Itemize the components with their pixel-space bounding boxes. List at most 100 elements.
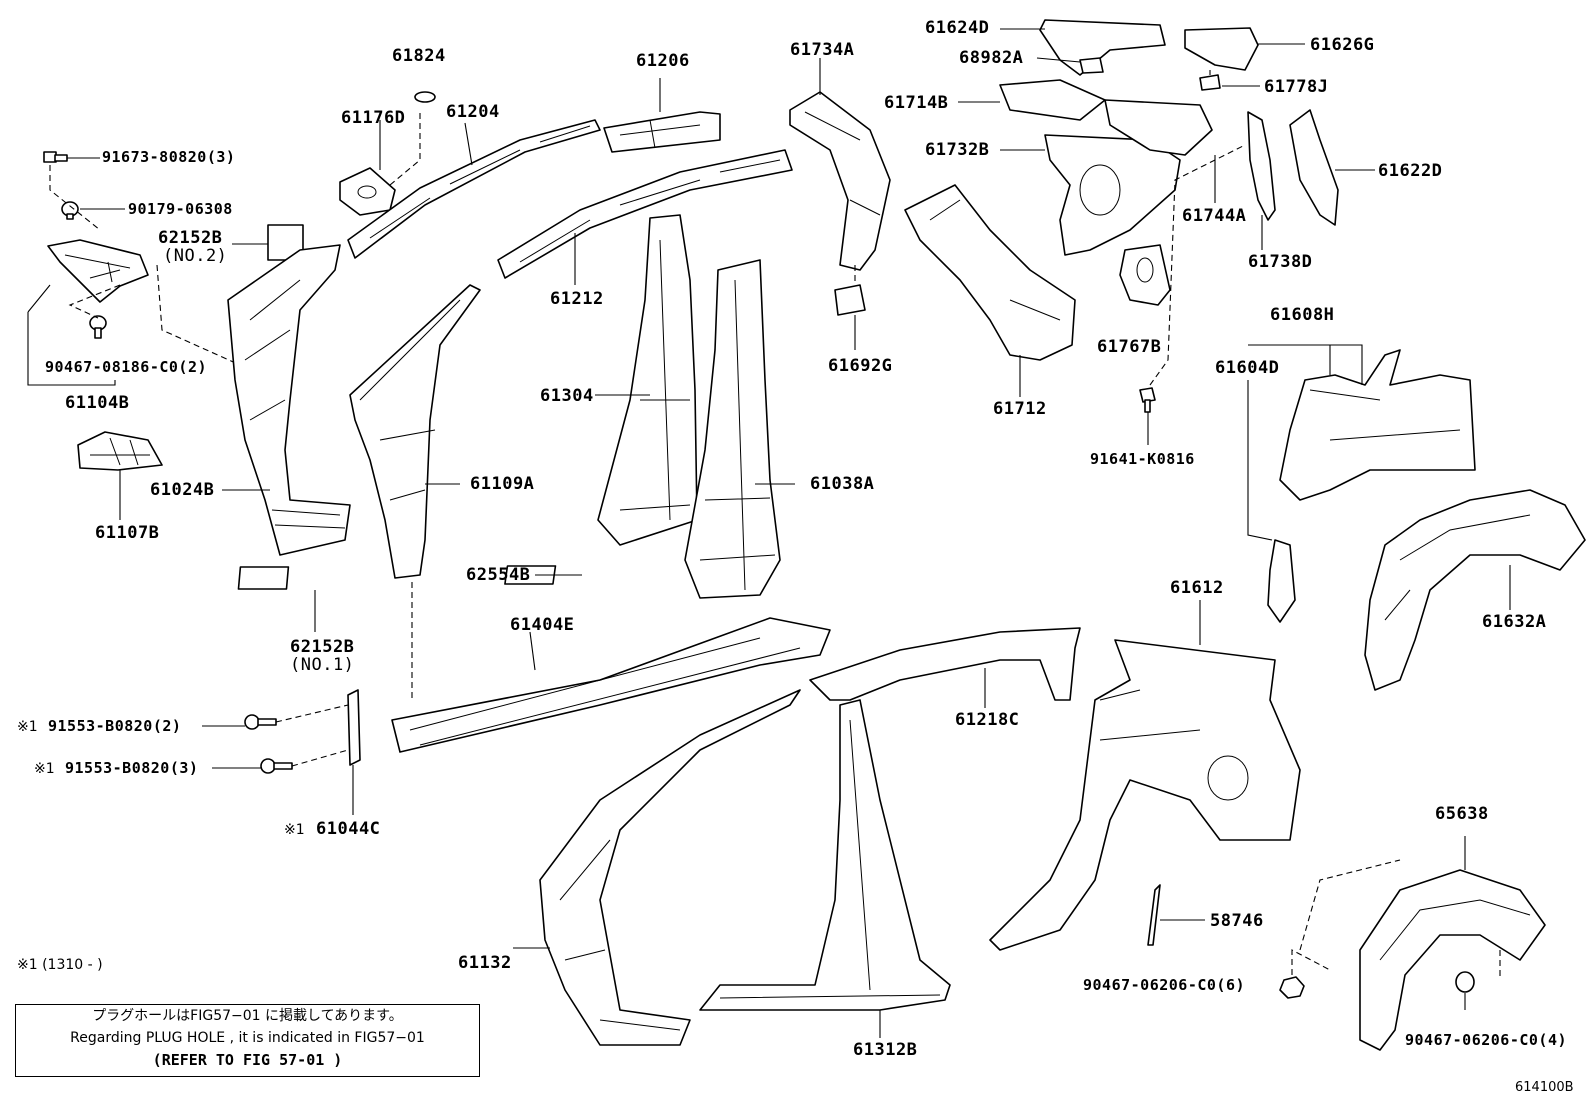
dash-61824 [389, 110, 421, 186]
dash-nut-6 [1291, 949, 1331, 975]
note-line-english: Regarding PLUG HOLE , it is indicated in… [70, 1030, 425, 1046]
rail-61206 [603, 111, 721, 153]
bolt-91553-2 [244, 714, 277, 730]
label-61778j: 61778J [1264, 77, 1329, 97]
rail-61212 [497, 149, 793, 279]
panel-61132 [539, 689, 801, 1046]
label-62152b-no2-sub: (NO.2) [163, 246, 228, 266]
plug-61824 [414, 91, 436, 103]
label-68982a: 68982A [959, 48, 1024, 68]
label-61622d: 61622D [1378, 161, 1443, 181]
label-61732b: 61732B [925, 140, 990, 160]
label-91553-b0820-3: 91553-B0820(3) [65, 759, 199, 777]
label-61767b: 61767B [1097, 337, 1162, 357]
label-61624d: 61624D [925, 18, 990, 38]
brace-61734a [789, 91, 891, 271]
panel-61604d [1267, 539, 1296, 623]
leader-61404e [529, 631, 536, 671]
bracket-61104b [47, 239, 149, 303]
leader-61204 [464, 122, 473, 166]
nut-90467-06206-6 [1279, 976, 1305, 999]
label-61176d: 61176D [341, 108, 406, 128]
plate-68982a [1079, 57, 1104, 74]
brace-61622d [1289, 109, 1339, 226]
label-61132: 61132 [458, 953, 512, 973]
label-65638: 65638 [1435, 804, 1489, 824]
label-61109a: 61109A [470, 474, 535, 494]
bolt-91673 [43, 151, 68, 163]
dash-bracket [49, 165, 101, 231]
label-61404e: 61404E [510, 615, 575, 635]
label-61612: 61612 [1170, 578, 1224, 598]
nut-90467-06206-4 [1455, 971, 1475, 993]
bracket-61744a [1104, 99, 1213, 156]
clip-90467-08186 [89, 315, 107, 339]
plate-61767b [1119, 244, 1171, 306]
bracket-61107b [77, 431, 163, 471]
label-61044c: 61044C [316, 819, 381, 839]
label-62152b-no1-sub: (NO.1) [290, 655, 355, 675]
label-61304: 61304 [540, 386, 594, 406]
dash-91553 [275, 704, 349, 767]
leader-91553 [202, 725, 354, 815]
panel-61732b [1044, 134, 1181, 256]
leader-61608h [1248, 344, 1363, 385]
label-90467-06206-4: 90467-06206-C0(4) [1405, 1031, 1568, 1049]
label-91553-b0820-2: 91553-B0820(2) [48, 717, 182, 735]
quarter-61612 [989, 639, 1301, 951]
label-61712: 61712 [993, 399, 1047, 419]
label-61024b: 61024B [150, 480, 215, 500]
label-61218c: 61218C [955, 710, 1020, 730]
label-61692g: 61692G [828, 356, 893, 376]
label-61714b: 61714B [884, 93, 949, 113]
label-61738d: 61738D [1248, 252, 1313, 272]
label-58746: 58746 [1210, 911, 1264, 931]
dash-91641 [1149, 144, 1246, 386]
pillar-61109a [349, 284, 481, 579]
frame-61218c [809, 627, 1081, 701]
label-62152b-no2: 62152B [158, 228, 223, 248]
plate-61778j [1199, 74, 1221, 91]
label-91641-k0816: 91641-K0816 [1090, 450, 1195, 468]
bracket-61044c [347, 689, 361, 766]
dash-62152b-no2 [156, 264, 241, 366]
rocker-61404e [391, 617, 831, 753]
bracket-61626g [1184, 27, 1259, 71]
bolt-91553-3 [260, 758, 293, 774]
brace-61738d [1247, 111, 1276, 221]
label-61212: 61212 [550, 289, 604, 309]
note-line-japanese: プラグホールはFIG57−01 に掲載してあります。 [92, 1008, 403, 1024]
label-91673-80820: 91673-80820(3) [102, 148, 236, 166]
pillar-61038a [684, 259, 781, 599]
bracket-61714b [999, 79, 1106, 121]
label-61734a: 61734A [790, 40, 855, 60]
figure-code: 614100B [1515, 1080, 1574, 1095]
label-61744a: 61744A [1182, 206, 1247, 226]
label-61206: 61206 [636, 51, 690, 71]
pillar-61312b [699, 699, 951, 1011]
label-90467-06206-6: 90467-06206-C0(6) [1083, 976, 1246, 994]
label-61104b: 61104B [65, 393, 130, 413]
mark-note-1b: ※1 [34, 761, 55, 777]
liner-65638 [1359, 869, 1546, 1051]
house-61632a [1364, 489, 1586, 691]
footnote: ※1 (1310 - ) [17, 957, 103, 973]
bracket-line-61104b [27, 284, 116, 386]
mark-note-1c: ※1 [284, 822, 305, 838]
label-62554b: 62554B [466, 565, 531, 585]
label-61038a: 61038A [810, 474, 875, 494]
label-61204: 61204 [446, 102, 500, 122]
bracket-61176d [339, 167, 396, 216]
pillar-61304 [597, 214, 698, 546]
bolt-91641 [1139, 387, 1156, 413]
mark-note-1a: ※1 [17, 719, 38, 735]
label-61608h: 61608H [1270, 305, 1335, 325]
nut-90179 [61, 201, 79, 220]
label-90467-08186: 90467-08186-C0(2) [45, 358, 208, 376]
label-61107b: 61107B [95, 523, 160, 543]
label-90179-06308: 90179-06308 [128, 200, 233, 218]
note-box: プラグホールはFIG57−01 に掲載してあります。 Regarding PLU… [15, 1004, 480, 1077]
label-61312b: 61312B [853, 1040, 918, 1060]
seal-58746 [1147, 884, 1161, 946]
